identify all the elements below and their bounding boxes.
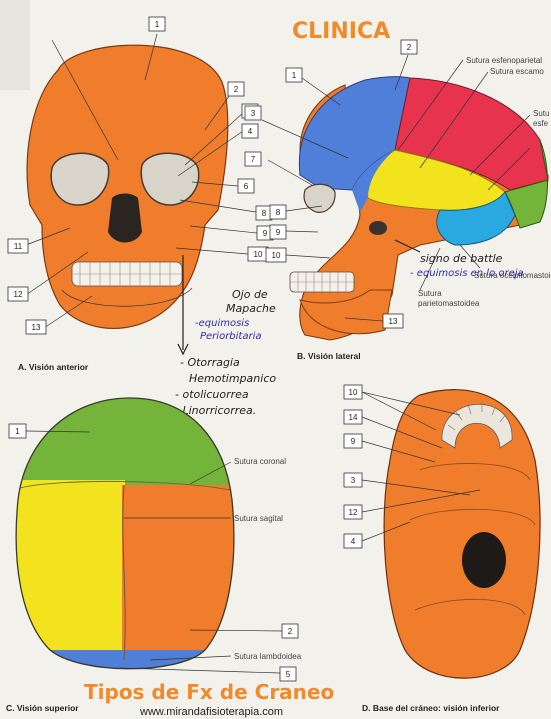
label-sutura-esfenoparietal: Sutura esfenoparietal — [466, 56, 542, 65]
number-box: 3 — [344, 473, 362, 487]
number-box: 14 — [344, 410, 362, 424]
svg-text:8: 8 — [276, 208, 281, 217]
page-title: CLINICA — [292, 19, 390, 44]
svg-text:9: 9 — [263, 229, 268, 238]
number-box: 9 — [270, 225, 286, 239]
svg-text:2: 2 — [234, 85, 239, 94]
svg-text:5: 5 — [286, 670, 291, 679]
svg-text:7: 7 — [251, 155, 256, 164]
svg-text:2: 2 — [407, 43, 412, 52]
svg-text:9: 9 — [351, 437, 356, 446]
svg-text:1: 1 — [155, 20, 160, 29]
svg-text:9: 9 — [276, 228, 281, 237]
footer-title: Tipos de Fx de Craneo — [84, 680, 334, 704]
number-box: 1 — [149, 17, 165, 31]
caption-superior: C. Visión superior — [6, 703, 79, 713]
svg-text:8: 8 — [262, 209, 267, 218]
number-box: 4 — [242, 124, 258, 138]
svg-text:14: 14 — [349, 413, 358, 422]
number-box: 10 — [344, 385, 362, 399]
number-box: 1 — [286, 68, 302, 82]
svg-text:11: 11 — [14, 242, 23, 251]
caption-lateral: B. Visión lateral — [297, 351, 361, 361]
number-box: 4 — [344, 534, 362, 548]
number-box: 2 — [401, 40, 417, 54]
svg-text:12: 12 — [349, 508, 358, 517]
number-box: 13 — [26, 320, 46, 334]
number-box: 13 — [383, 314, 403, 328]
number-box: 2 — [282, 624, 298, 638]
svg-text:10: 10 — [254, 250, 263, 259]
svg-text:13: 13 — [389, 317, 398, 326]
label-sutura-parietomastoidea-1: Sutura — [418, 289, 442, 298]
label-sutura-coronal: Sutura coronal — [234, 457, 286, 466]
note-otolicuorrea: - otolicuorrea — [175, 388, 249, 401]
svg-text:10: 10 — [272, 251, 281, 260]
label-esfe-partial: esfe — [533, 119, 549, 128]
svg-text:1: 1 — [15, 427, 20, 436]
website-url: www.mirandafisioterapia.com — [139, 706, 283, 718]
note-hemotimpanico: Hemotimpanico — [189, 372, 276, 385]
svg-text:4: 4 — [351, 537, 356, 546]
number-box: 12 — [8, 287, 28, 301]
number-box: 6 — [238, 179, 254, 193]
number-box: 7 — [245, 152, 261, 166]
label-sutura-escamosa: Sutura escamo — [490, 67, 544, 76]
note-battle-equimosis: - equimosis en lo oreja — [410, 268, 524, 279]
skull-inferior-view — [384, 390, 540, 679]
svg-text:12: 12 — [14, 290, 23, 299]
number-box: 10 — [248, 247, 268, 261]
label-sutura-lambdoidea: Sutura lambdoidea — [234, 652, 302, 661]
label-sutura-parietomastoidea-2: parietomastoidea — [418, 299, 480, 308]
note-mapache: Mapache — [226, 302, 276, 315]
number-box: 11 — [8, 239, 28, 253]
number-box: 12 — [344, 505, 362, 519]
paper-edge — [0, 0, 30, 90]
note-signo-battle: signo de battle — [420, 252, 503, 265]
number-box: 9 — [344, 434, 362, 448]
label-sutura-partial: Sutu — [533, 109, 549, 118]
number-box: 8 — [270, 205, 286, 219]
note-equimosis: -equimosis — [195, 318, 249, 329]
note-ojo: Ojo de — [232, 288, 268, 301]
svg-text:2: 2 — [288, 627, 293, 636]
svg-text:1: 1 — [292, 71, 297, 80]
number-box: 3 — [245, 106, 261, 120]
note-otorragia: - Otorragia — [180, 356, 240, 369]
number-box: 2 — [228, 82, 244, 96]
caption-anterior: A. Visión anterior — [18, 362, 89, 372]
svg-text:6: 6 — [244, 182, 249, 191]
svg-text:10: 10 — [349, 388, 358, 397]
number-box: 1 — [9, 424, 26, 438]
svg-text:3: 3 — [251, 109, 256, 118]
svg-text:13: 13 — [32, 323, 41, 332]
caption-inferior: D. Base del cráneo: visión inferior — [362, 703, 500, 713]
number-box: 5 — [280, 667, 296, 681]
svg-text:3: 3 — [351, 476, 356, 485]
note-periorbitaria: Periorbitaria — [200, 331, 262, 342]
label-sutura-sagital: Sutura sagital — [234, 514, 283, 523]
svg-text:4: 4 — [248, 127, 253, 136]
number-box: 10 — [266, 248, 286, 262]
